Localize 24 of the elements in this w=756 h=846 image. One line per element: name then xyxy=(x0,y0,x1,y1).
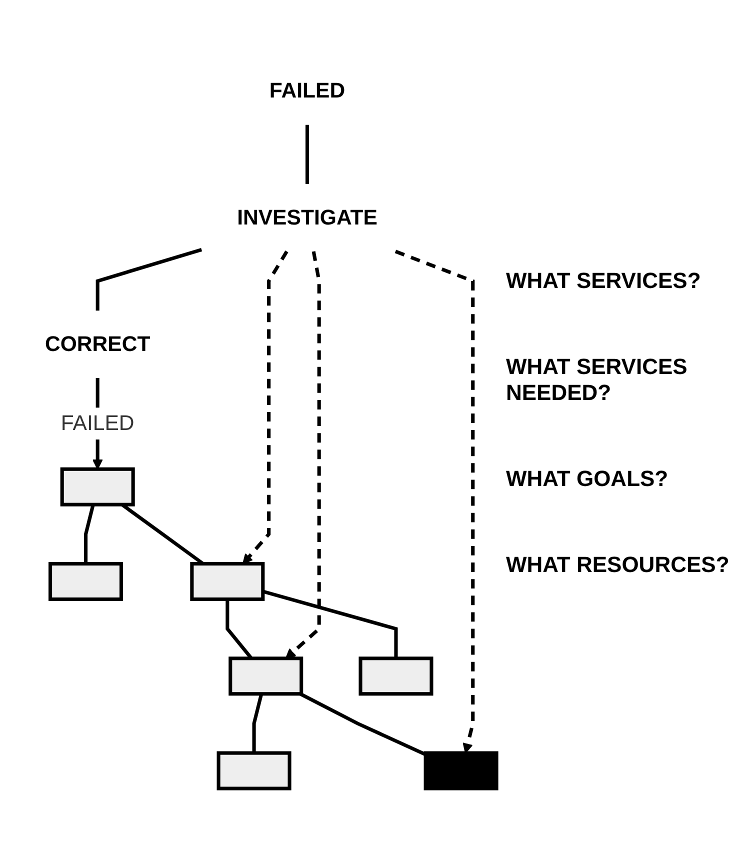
question-label: WHAT GOALS? xyxy=(506,466,670,492)
question-label: WHAT SERVICES? xyxy=(506,268,702,294)
node-box xyxy=(228,656,304,696)
node-box xyxy=(60,467,135,506)
edge-label: FAILED xyxy=(60,411,134,435)
node-text: FAILED xyxy=(269,78,346,102)
node-box xyxy=(48,562,124,602)
node-text: INVESTIGATE xyxy=(237,205,378,229)
question-label: WHAT RESOURCES? xyxy=(506,552,730,578)
connector xyxy=(299,692,426,756)
arrow xyxy=(285,251,321,659)
node-box xyxy=(424,751,498,790)
connector xyxy=(252,693,264,754)
connector xyxy=(262,590,398,658)
node-box xyxy=(216,751,292,790)
arrow xyxy=(394,250,475,754)
node-box xyxy=(190,562,265,602)
question-label: WHAT SERVICES NEEDED? xyxy=(506,354,688,406)
node-box xyxy=(358,656,434,696)
connector xyxy=(306,124,310,184)
node-text: CORRECT xyxy=(44,332,150,356)
arrow xyxy=(242,250,288,564)
connector xyxy=(96,248,202,311)
connector xyxy=(84,504,95,564)
